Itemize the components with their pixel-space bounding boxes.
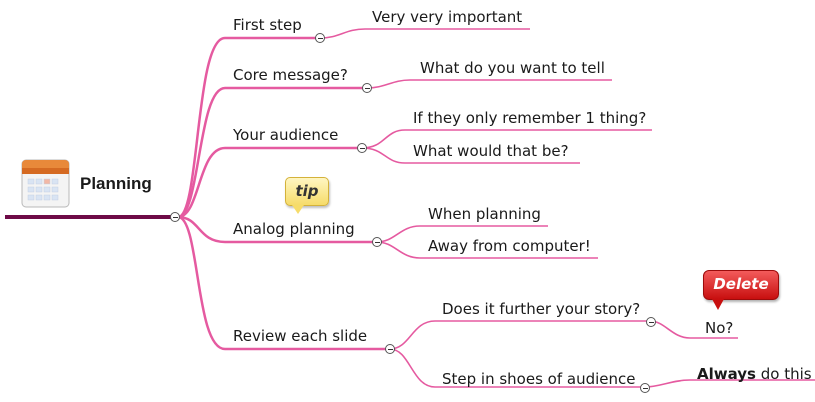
subtopic-further-story[interactable]: Does it further your story? bbox=[442, 300, 641, 318]
collapse-toggle-review-slide[interactable] bbox=[385, 344, 395, 354]
subtopic-away[interactable]: Away from computer! bbox=[428, 237, 591, 255]
calendar-icon bbox=[21, 159, 70, 208]
subtopic-when-planning[interactable]: When planning bbox=[428, 205, 541, 223]
sub-line-that-be bbox=[361, 147, 580, 164]
branch-line-your-audience bbox=[176, 146, 364, 219]
topic-your-audience[interactable]: Your audience bbox=[233, 126, 339, 144]
root-topic-label[interactable]: Planning bbox=[80, 174, 152, 193]
collapse-toggle-your-audience[interactable] bbox=[357, 143, 367, 153]
branch-line-core-message bbox=[176, 86, 369, 219]
always-rest-text: do this bbox=[755, 365, 812, 383]
topic-core-message[interactable]: Core message? bbox=[233, 66, 348, 84]
sub-line-very-important bbox=[319, 28, 530, 39]
subtopic-what-tell[interactable]: What do you want to tell bbox=[420, 59, 605, 77]
subtopic-remember[interactable]: If they only remember 1 thing? bbox=[413, 109, 647, 127]
topic-review-slide[interactable]: Review each slide bbox=[233, 327, 368, 345]
always-bold-text: Always bbox=[697, 365, 756, 383]
collapse-toggle-shoes[interactable] bbox=[640, 383, 650, 393]
delete-callout[interactable]: Delete bbox=[703, 270, 779, 310]
sub-line-further-story bbox=[389, 320, 650, 350]
collapse-toggle-core-message[interactable] bbox=[362, 83, 372, 93]
branch-line-first-step bbox=[176, 36, 322, 219]
sub-line-what-tell bbox=[366, 79, 612, 89]
collapse-toggle-analog-planning[interactable] bbox=[372, 237, 382, 247]
collapse-toggle-further-story[interactable] bbox=[646, 317, 656, 327]
branch-line-review-slide bbox=[176, 215, 392, 351]
branch-line-analog-planning bbox=[176, 215, 379, 244]
sub-line-when-planning bbox=[376, 225, 548, 243]
sub-line-away bbox=[376, 241, 598, 259]
topic-analog-planning[interactable]: Analog planning bbox=[233, 220, 355, 238]
subtopic-shoes[interactable]: Step in shoes of audience bbox=[442, 370, 636, 388]
subtopic-always[interactable]: Always do this bbox=[697, 365, 812, 383]
collapse-toggle-first-step[interactable] bbox=[315, 33, 325, 43]
collapse-toggle-root[interactable] bbox=[170, 212, 180, 222]
tip-callout[interactable]: tip bbox=[285, 177, 329, 214]
subtopic-very-important[interactable]: Very very important bbox=[372, 8, 523, 26]
subtopic-that-be[interactable]: What would that be? bbox=[413, 142, 569, 160]
topic-first-step[interactable]: First step bbox=[233, 16, 302, 34]
branch-lines bbox=[176, 36, 392, 351]
subbranch-lines bbox=[319, 28, 815, 388]
subtopic-no[interactable]: No? bbox=[705, 319, 734, 337]
sub-line-shoes bbox=[389, 348, 645, 388]
sub-line-remember bbox=[361, 129, 652, 149]
